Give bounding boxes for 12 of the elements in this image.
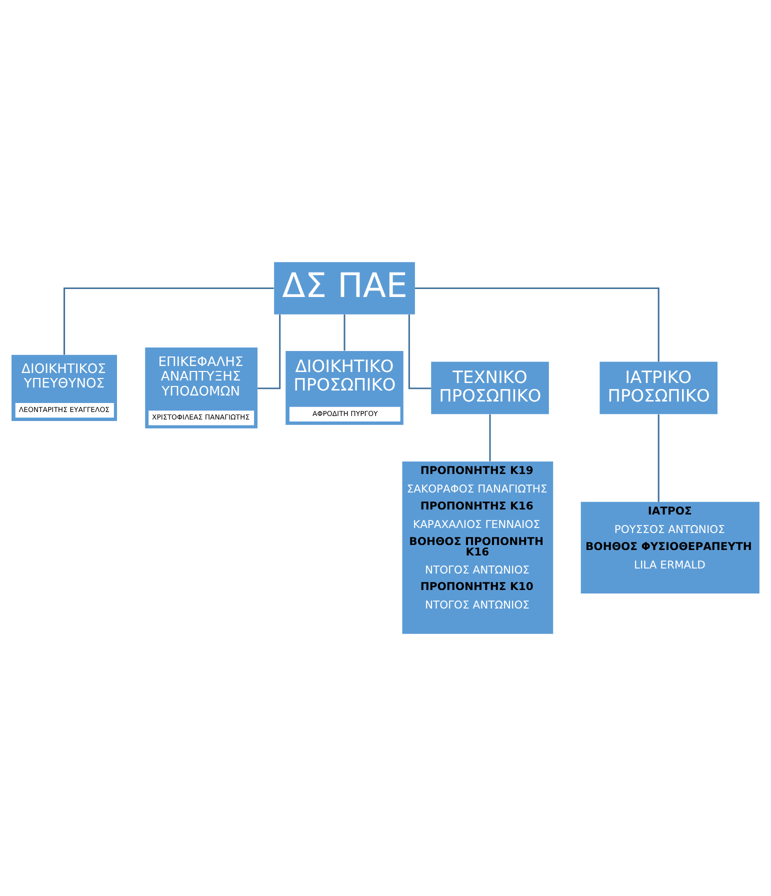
connector	[344, 314, 346, 351]
connector	[415, 287, 660, 362]
connector	[64, 287, 274, 355]
connector	[258, 314, 281, 390]
node-box: ΙΑΤΡΙΚΟ ΠΡΟΣΩΠΙΚΟ	[600, 362, 718, 414]
node-box: ΔΣ ΠΑΕ	[274, 262, 415, 314]
connector	[658, 414, 660, 502]
node-box: ΠΡΟΠΟΝΗΤΗΣ Κ19 ΣΑΚΟΡΑΦΟΣ ΠΑΝΑΓΙΩΤΗΣ ΠΡΟΠΟΝΗΤΗΣ Κ16 ΚΑΡΑΧΑΛΙΟΣ ΓΕΝΝΑΙΟΣ ΒΟΗΘΟΣ ΠΡΟΠΟΝΗΤΗ Κ16 ΝΤΟΓΟΣ ΑΝΤΩΝΙΟΣ ΠΡΟΠΟΝΗΤΗΣ Κ10 ΝΤΟΓΟΣ ΑΝΤΩΝΙΟΣ	[402, 461, 554, 634]
connector	[408, 314, 432, 390]
node-box: ΙΑΤΡΟΣ ΡΟΥΣΣΟΣ ΑΝΤΩΝΙΟΣ ΒΟΗΘΟΣ ΦΥΣΙΟΘΕΡΑΠΕΥΤΗ LILA ERMALD	[580, 502, 760, 594]
node-box: ΤΕΧΝΙΚΟ ΠΡΟΣΩΠΙΚΟ	[431, 362, 549, 414]
connector	[489, 414, 491, 462]
